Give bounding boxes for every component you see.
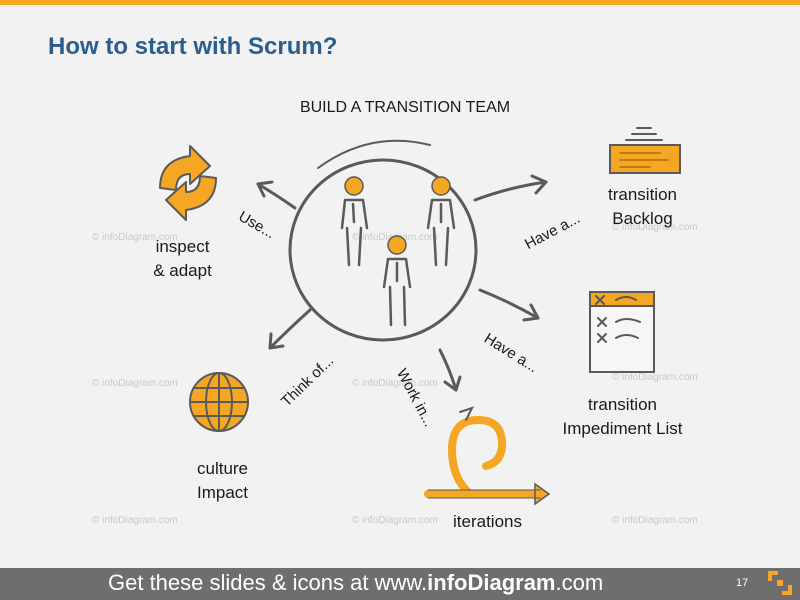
cycle-arrows-icon bbox=[159, 145, 217, 221]
arrow-to-culture bbox=[268, 308, 312, 350]
watermark: © infoDiagram.com bbox=[612, 372, 698, 383]
iterations-icon bbox=[424, 406, 551, 506]
arrow-to-inspect bbox=[256, 180, 297, 210]
footer-bar: Get these slides & icons at www.infoDiag… bbox=[0, 568, 800, 600]
watermark: © infoDiagram.com bbox=[612, 222, 698, 233]
arrow-to-backlog bbox=[473, 174, 548, 202]
watermark: © infoDiagram.com bbox=[92, 232, 178, 243]
label-inspect-adapt: inspect & adapt bbox=[153, 237, 212, 280]
top-accent-bar bbox=[0, 0, 800, 5]
impediment-list-icon bbox=[589, 291, 655, 373]
infodiagram-logo-icon bbox=[768, 571, 792, 595]
watermark: © infoDiagram.com bbox=[352, 515, 438, 526]
arrow-to-iterations bbox=[438, 348, 462, 392]
arrows bbox=[256, 174, 548, 392]
watermark: © infoDiagram.com bbox=[612, 515, 698, 526]
arrow-to-impediment bbox=[478, 288, 540, 322]
team-circle bbox=[288, 139, 478, 342]
slide-title: How to start with Scrum? bbox=[48, 33, 338, 60]
watermark: © infoDiagram.com bbox=[92, 515, 178, 526]
center-label: BUILD A TRANSITION TEAM bbox=[299, 99, 511, 116]
label-transition-backlog: transition Backlog bbox=[608, 185, 677, 228]
label-impediment-list: transition Impediment List bbox=[562, 395, 683, 438]
footer-text[interactable]: Get these slides & icons at www.infoDiag… bbox=[108, 570, 604, 595]
scrum-diagram bbox=[159, 127, 681, 506]
watermark: © infoDiagram.com bbox=[92, 378, 178, 389]
label-culture-impact: culture Impact bbox=[196, 459, 249, 502]
backlog-icon bbox=[609, 127, 681, 174]
page-number: 17 bbox=[736, 577, 749, 589]
globe-icon bbox=[189, 372, 249, 432]
label-iterations: iterations bbox=[453, 512, 522, 531]
team-people-icon bbox=[340, 176, 456, 327]
watermark: © infoDiagram.com bbox=[352, 378, 438, 389]
